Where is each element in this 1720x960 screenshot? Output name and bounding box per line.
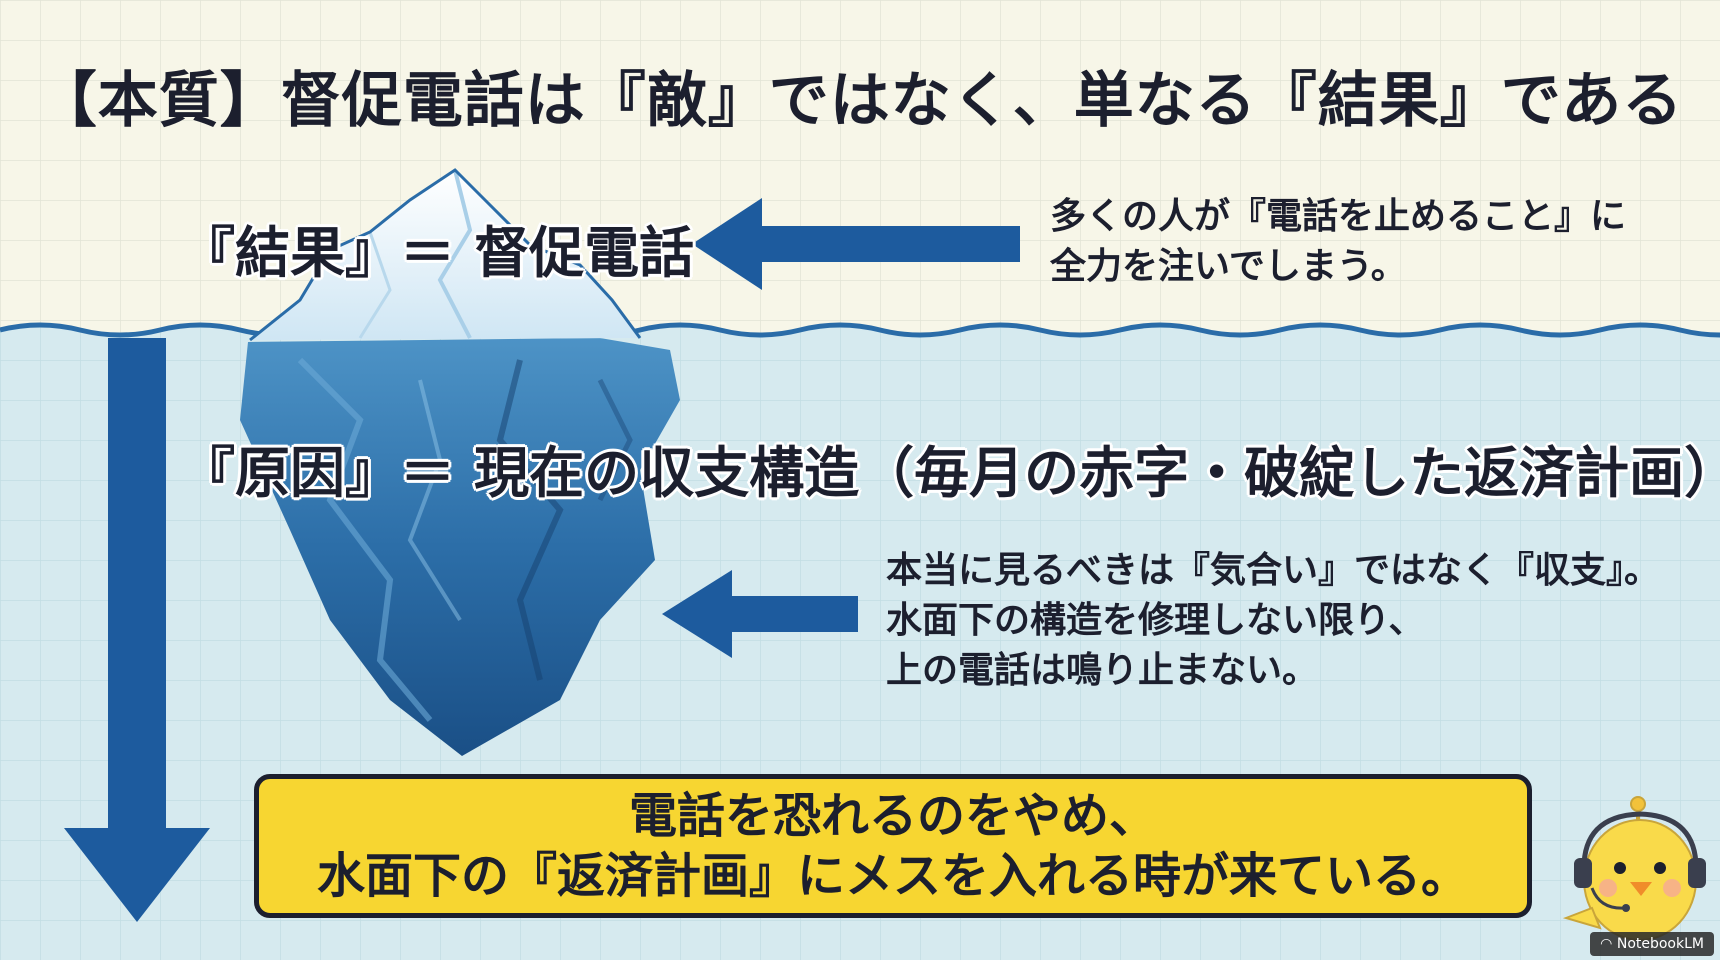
- arrow-left-bottom: [662, 570, 858, 658]
- bottom-note: 本当に見るべきは『気合い』ではなく『収支』。 水面下の構造を修理しない限り、 上…: [886, 546, 1660, 696]
- notebooklm-icon: ◠: [1600, 936, 1617, 952]
- mascot-chick: [1562, 796, 1706, 941]
- bottom-note-line: 上の電話は鳴り止まない。: [886, 650, 1319, 691]
- notebooklm-badge: ◠ NotebookLM: [1590, 932, 1714, 956]
- iceberg-tip: [250, 170, 640, 340]
- conclusion-callout: 電話を恐れるのをやめ、 水面下の『返済計画』にメスを入れる時が来ている。: [254, 774, 1532, 918]
- iceberg: [240, 168, 680, 756]
- arrow-left-top: [692, 198, 1020, 290]
- callout-line: 電話を恐れるのをやめ、: [628, 788, 1157, 844]
- bottom-note-line: 水面下の構造を修理しない限り、: [886, 600, 1425, 641]
- top-note: 多くの人が『電話を止めること』に 全力を注いでしまう。: [1050, 192, 1626, 292]
- arrow-down: [64, 338, 210, 922]
- top-note-line: 多くの人が『電話を止めること』に: [1050, 196, 1627, 237]
- top-note-line: 全力を注いでしまう。: [1050, 246, 1407, 287]
- page-title: 【本質】督促電話は『敵』ではなく、単なる『結果』である: [36, 66, 1684, 136]
- result-label: 『結果』＝ 督促電話: [180, 221, 695, 285]
- bottom-note-line: 本当に見るべきは『気合い』ではなく『収支』。: [886, 550, 1661, 591]
- badge-label: NotebookLM: [1616, 936, 1704, 952]
- callout-line: 水面下の『返済計画』にメスを入れる時が来ている。: [316, 848, 1469, 904]
- cause-label: 『原因』＝ 現在の収支構造（毎月の赤字・破綻した返済計画）: [180, 441, 1720, 505]
